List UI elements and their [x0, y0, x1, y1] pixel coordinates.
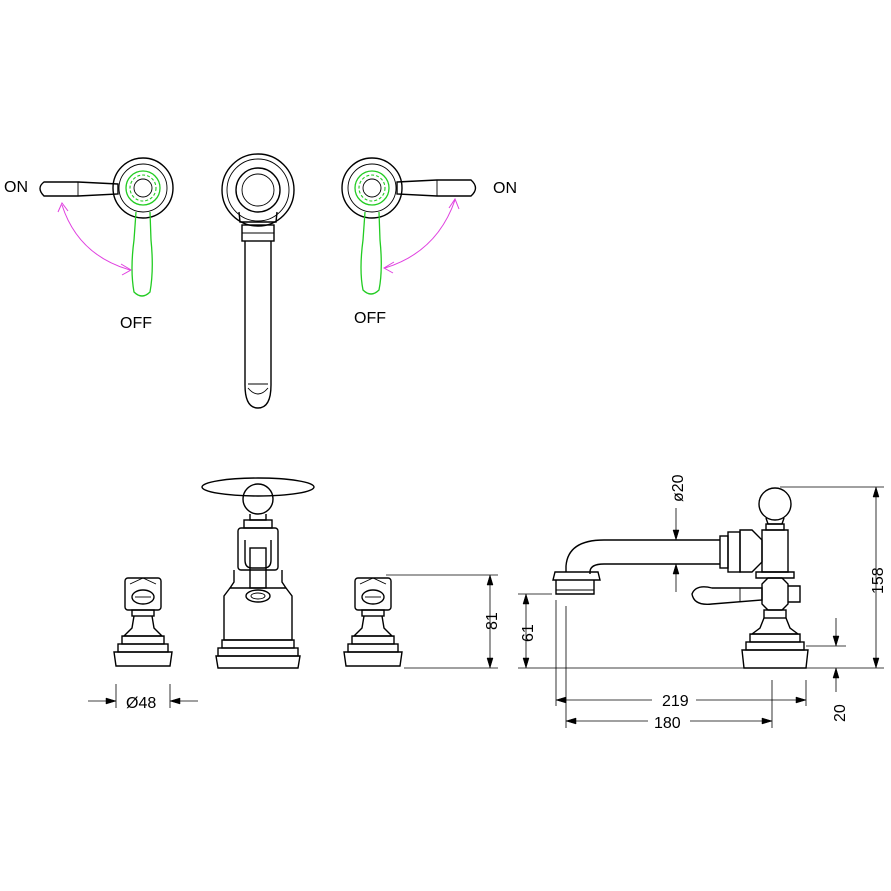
reach-219-dimension [555, 600, 807, 706]
height-158-label: 158 [870, 567, 887, 594]
left-on-label: ON [4, 179, 28, 196]
spout-front [201, 477, 315, 669]
right-rotation-arc [384, 199, 456, 269]
height-158-dimension [780, 486, 884, 669]
deck-20-dimension [806, 618, 846, 692]
right-off-label: OFF [354, 310, 386, 327]
left-handle-off-position [131, 211, 153, 297]
height-81-label: 81 [484, 612, 501, 630]
right-on-label: ON [493, 180, 517, 197]
reach-219-label: 219 [662, 693, 689, 710]
diameter-48-label: Ø48 [126, 695, 156, 712]
top-view: ON OFF ON [4, 153, 517, 409]
left-valve-top [39, 157, 174, 297]
left-handle-on-position [39, 181, 119, 197]
diameter-20-dimension [672, 508, 680, 592]
reach-180-dimension [565, 606, 773, 728]
spout-top [221, 153, 295, 409]
height-61-label: 61 [520, 624, 537, 642]
right-valve-top [341, 157, 477, 295]
diameter-20-label: ø20 [670, 474, 687, 502]
faucet-side [552, 487, 809, 669]
right-handle-on-position [396, 179, 477, 197]
left-rotation-arc [61, 204, 131, 271]
height-61-dimension [518, 593, 552, 669]
diameter-48-dimension [88, 684, 198, 708]
deck-20-label: 20 [832, 704, 849, 722]
left-valve-front [113, 577, 173, 667]
side-view: ø20 61 158 20 [518, 474, 887, 732]
reach-180-label: 180 [654, 715, 681, 732]
right-valve-front [343, 577, 403, 667]
left-off-label: OFF [120, 315, 152, 332]
height-81-dimension [386, 574, 498, 669]
front-view: Ø48 81 [88, 477, 501, 712]
right-handle-off-position [360, 211, 382, 295]
